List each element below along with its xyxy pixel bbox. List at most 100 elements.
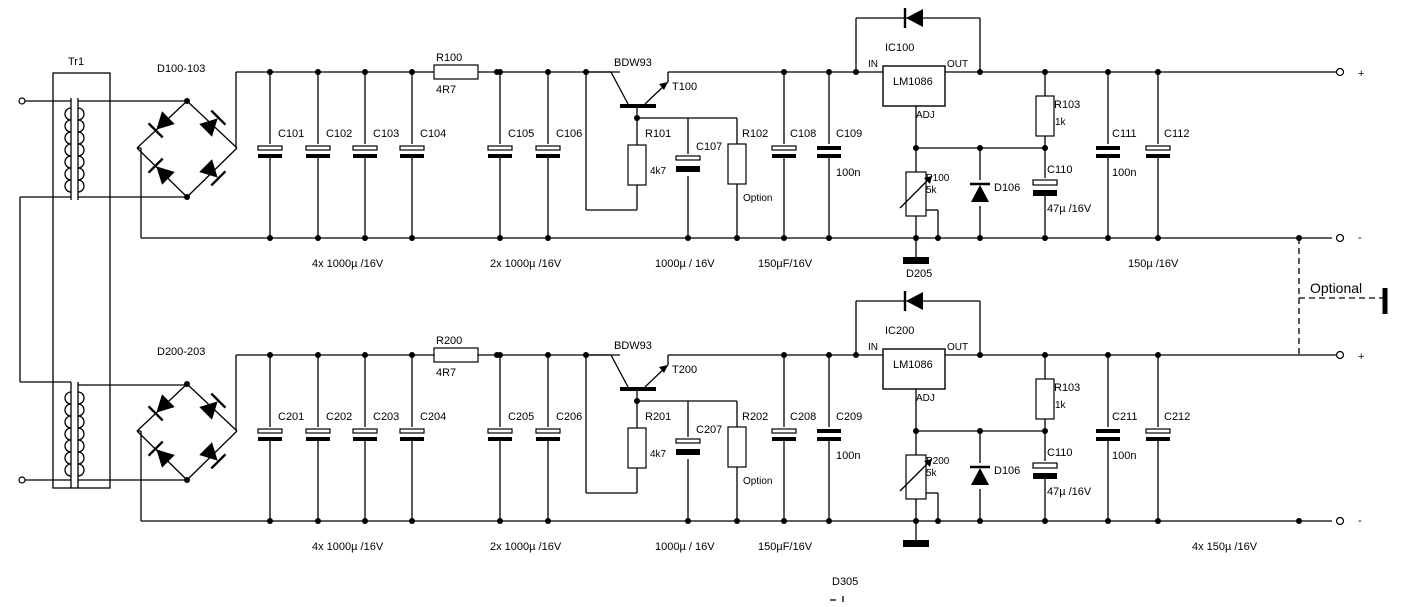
junction-dot [826,235,832,241]
optional-label: Optional [1310,280,1362,296]
junction-dot [545,69,551,75]
pot-arrow-line [899,458,933,492]
resistor-label: R200 [436,335,462,347]
junction-dot [781,235,787,241]
transformer-winding [64,107,72,193]
output-capacitor [1145,145,1171,158]
pin-label: OUT [947,342,968,353]
output-terminal [1335,516,1345,526]
pin-label: OUT [947,59,968,70]
junction-dot [315,352,321,358]
capacitor-label: C203 [373,411,399,423]
diode-body [199,159,218,178]
cap-plate [1096,154,1120,158]
junction-dot [267,235,273,241]
capacitor-note: 1000µ / 16V [655,258,715,270]
transformer-tr1: Tr1 [18,56,187,489]
cap-plate [535,428,561,434]
cap-plate [1032,179,1058,186]
emitter-arrow [659,365,668,373]
pin-label: ADJ [916,110,935,121]
capacitor-label: C109 [836,128,862,140]
zener-diode [970,465,990,485]
capacitor-label: C205 [508,411,534,423]
diode-label: D106 [994,465,1020,477]
junction-dot [781,352,787,358]
capacitor-note: 4x 1000µ /16V [312,258,384,270]
resistor-value: 4R7 [436,84,456,96]
transistor-label: T100 [672,81,697,93]
junction-dot [977,352,983,358]
junction-dot [781,518,787,524]
cap-plate [306,437,330,441]
mains-terminal [18,476,26,484]
resistor-value: 1k [1055,117,1067,128]
bridge-rectifier [136,383,238,481]
cap-plate [400,154,424,158]
capacitor-value: 47µ /16V [1047,203,1092,215]
transformer-windings [64,107,85,477]
cap-plate [305,145,331,151]
capacitor-label: C208 [790,411,816,423]
junction-dot [184,381,190,387]
capacitor-label: C108 [790,128,816,140]
cap-plate [676,166,700,172]
transformer-frame [52,72,111,489]
reservoir-capacitor [305,428,331,441]
junction-dot [1296,518,1302,524]
capacitor-note: 1000µ / 16V [655,541,715,553]
capacitor-value: 47µ /16V [1047,486,1092,498]
reservoir-capacitor [535,428,561,441]
protection-diode [903,291,923,311]
rectifier-diode [199,109,227,137]
junction-dot [1105,518,1111,524]
reservoir-capacitor [257,428,283,441]
diode-bar [210,392,227,409]
diode-bar [210,453,227,470]
capacitor-value: 100n [836,167,860,179]
cap-plate [536,437,560,441]
junction-dot [545,518,551,524]
cap-plate [400,437,424,441]
feedback-resistor [1035,378,1055,420]
diode-bar [147,157,164,174]
cap-plate [772,437,796,441]
output-minus-label: - [1358,232,1362,244]
junction-dot [362,69,368,75]
junction-dot [315,69,321,75]
cap-plate [1096,429,1120,433]
junction-dot [267,352,273,358]
output-terminal [1335,350,1345,360]
pot-arrow [924,459,932,467]
capacitor-label: C209 [836,411,862,423]
resistor-label: R100 [436,52,462,64]
ic-label: IC100 [885,42,914,54]
capacitor-label: C110 [1047,164,1072,176]
output-terminal [1335,233,1345,243]
pot-label: P200 [926,456,950,467]
output-plus-label: + [1358,68,1364,80]
feedback-resistor [1035,95,1055,137]
output-capacitor [1096,429,1120,441]
capacitor-label: C212 [1164,411,1190,423]
junction-dot [1296,235,1302,241]
cap-plate [487,428,513,434]
diode-bar [147,440,164,457]
series-resistor [433,64,479,80]
cap-plate [1033,190,1057,196]
junction-dot [409,235,415,241]
cap-plate [675,155,701,161]
capacitor-label: C102 [326,128,352,140]
reservoir-capacitor [487,145,513,158]
input-capacitor [817,429,841,441]
transistor-type-label: BDW93 [614,340,652,352]
cap-plate [488,437,512,441]
junction-dot [583,69,589,75]
diode-body [906,292,923,310]
junction-dot [1155,352,1161,358]
reservoir-capacitor [352,145,378,158]
resistor-value: 4R7 [436,367,456,379]
transistor-type-label: BDW93 [614,57,652,69]
